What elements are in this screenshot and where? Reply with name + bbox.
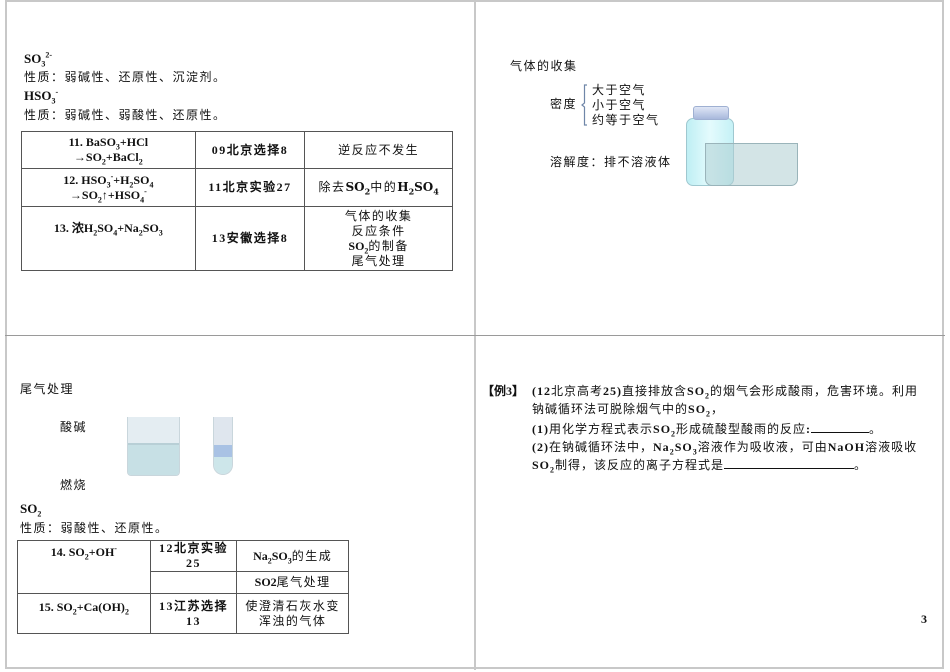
note-line: 反应条件 [351, 223, 406, 238]
source-cell: 11北京实验27 [194, 168, 306, 207]
answer-blank-2[interactable] [724, 456, 855, 469]
table-row: SO2尾气处理 [18, 571, 349, 594]
hso3-title: HSO3- [24, 87, 59, 106]
question-1: (1)用化学方程式表示SO2形成硫酸型酸雨的反应:。 [532, 420, 883, 439]
source-cell: 13安徽选择8 [194, 206, 306, 271]
reaction-cell: 15. SO2+Ca(OH)2 [17, 593, 151, 634]
hso3-properties: 性质：弱碱性、弱酸性、还原性。 [24, 108, 227, 122]
question-2-line1: (2)在钠碱循环法中，Na2SO3溶液作为吸收液，可由NaOH溶液吸收 [532, 440, 918, 457]
source-cell: 13江苏选择13 [149, 593, 238, 634]
test-tube-image [213, 417, 233, 475]
example-intro-line2: 钠碱循环法可脱除烟气中的SO2， [532, 402, 725, 419]
example-label: 【例3】 [482, 384, 525, 398]
note-cell: 使澄清石灰水变浑浊的气体 [236, 593, 349, 634]
solubility-text: 溶解度：排不溶液体 [550, 155, 672, 169]
reactions-table-1: 11. BaSO3+HCl→SO2+BaCl2 09北京选择8 逆反应不发生 1… [21, 131, 453, 271]
reaction-cell: 12. HSO3-+H2SO4→SO2↑+HSO4- [21, 168, 196, 207]
horizontal-divider [5, 335, 945, 336]
density-label: 密度 [550, 97, 578, 111]
reaction-cell: 11. BaSO3+HCl→SO2+BaCl2 [21, 131, 196, 169]
example-intro-line1: (12北京高考25)直接排放含SO2的烟气会形成酸雨，危害环境。利用 [532, 384, 919, 401]
source-cell: 09北京选择8 [194, 131, 306, 169]
method-combustion: 燃烧 [60, 478, 88, 492]
note-cell: SO2尾气处理 [236, 571, 349, 594]
note-cell: 逆反应不发生 [304, 131, 453, 169]
brace-icon [581, 84, 587, 126]
table-row: 15. SO2+Ca(OH)2 13江苏选择13 使澄清石灰水变浑浊的气体 [17, 593, 349, 634]
so3-properties: 性质：弱碱性、还原性、沉淀剂。 [24, 70, 227, 84]
so3-title: SO32- [24, 50, 53, 69]
source-cell: 12北京实验25 [149, 540, 238, 572]
source-cell-empty [149, 571, 238, 594]
so2-properties: 性质：弱酸性、还原性。 [20, 521, 169, 535]
water-trough-image [705, 143, 798, 186]
answer-blank-1[interactable] [811, 420, 870, 433]
table-row: 13. 浓H2SO4+Na2SO3 13安徽选择8 气体的收集 反应条件 SO2… [21, 206, 453, 271]
reactions-table-2: 14. SO2+OH- 12北京实验25 Na2SO3的生成 SO2尾气处理 1… [17, 540, 349, 634]
table-row: 14. SO2+OH- 12北京实验25 Na2SO3的生成 [17, 540, 349, 594]
table-row: 11. BaSO3+HCl→SO2+BaCl2 09北京选择8 逆反应不发生 [21, 131, 453, 169]
question-2-line2: SO2制得，该反应的离子方程式是。 [532, 456, 868, 475]
density-option: 大于空气 [592, 83, 647, 97]
note-line: SO2的制备 [348, 238, 409, 255]
gas-collection-title: 气体的收集 [510, 59, 578, 73]
method-acid-base: 酸碱 [60, 420, 88, 434]
note-line: 气体的收集 [344, 208, 413, 223]
beaker-image [127, 417, 180, 476]
note-line: 尾气处理 [351, 253, 406, 268]
tail-gas-title: 尾气处理 [20, 382, 75, 396]
density-option: 小于空气 [592, 98, 647, 112]
page-number: 3 [921, 612, 929, 626]
note-cell: 除去SO2中的H2SO4 [304, 168, 453, 207]
note-cell: Na2SO3的生成 [236, 540, 349, 572]
note-cell: 气体的收集 反应条件 SO2的制备 尾气处理 [304, 206, 453, 271]
table-row: 12. HSO3-+H2SO4→SO2↑+HSO4- 11北京实验27 除去SO… [21, 168, 453, 207]
reaction-cell: 14. SO2+OH- [17, 540, 151, 594]
so2-title: SO2 [20, 501, 42, 519]
reaction-cell: 13. 浓H2SO4+Na2SO3 [21, 206, 196, 271]
density-option: 约等于空气 [592, 113, 660, 127]
gas-jar-lid-image [693, 106, 729, 120]
